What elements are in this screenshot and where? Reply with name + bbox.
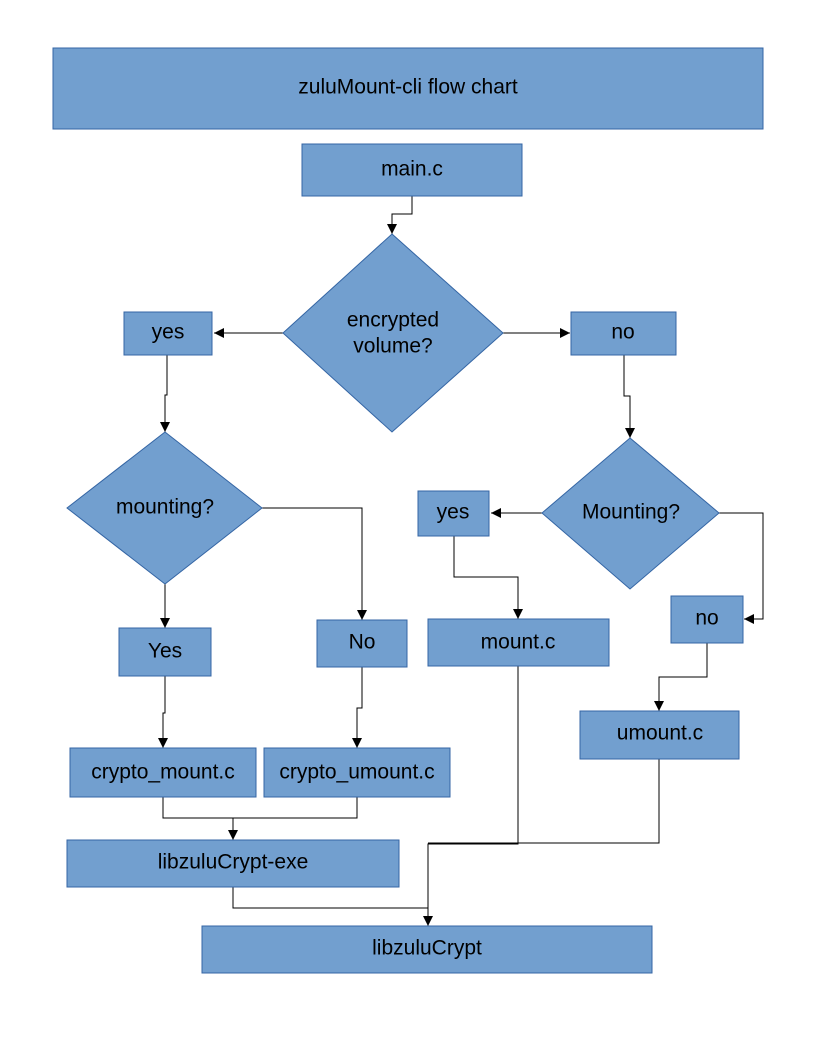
encrypted-mount-no-label: No	[349, 631, 376, 654]
plain-no-label: no	[695, 607, 718, 630]
libzulucrypt-label: libzuluCrypt	[372, 937, 482, 960]
edge-yes-to-crypto-mount	[158, 676, 168, 748]
libzulucrypt-exe-label: libzuluCrypt-exe	[158, 851, 309, 874]
edge-crypto-mount-to-libexe	[162, 797, 238, 840]
encrypted-no-box: no	[570, 311, 677, 356]
encrypted-mount-yes-label: Yes	[148, 640, 182, 663]
edge-mounting-plain-to-no	[719, 512, 764, 624]
crypto-mount-label: crypto_mount.c	[91, 761, 235, 784]
edge-main-to-encrypted	[387, 196, 413, 234]
title-box: zuluMount-cli flow chart	[52, 47, 764, 130]
umount-c-box: umount.c	[579, 710, 740, 760]
mounting-encrypted-label: mounting?	[116, 496, 214, 519]
edge-crypto-umount-to-libexe	[233, 797, 358, 819]
encrypted-mount-yes-box: Yes	[118, 627, 212, 677]
umount-c-label: umount.c	[617, 722, 703, 745]
edge-yes-to-mounting	[160, 355, 170, 432]
title-label: zuluMount-cli flow chart	[298, 76, 518, 99]
mounting-plain-label: Mounting?	[582, 501, 680, 524]
plain-no-box: no	[670, 595, 744, 644]
nodes: zuluMount-cli flow chart main.c encrypte…	[52, 47, 764, 974]
main-c-box: main.c	[301, 143, 523, 197]
encrypted-label-line2: volume?	[353, 335, 432, 358]
edges	[158, 196, 764, 926]
edge-plain-no-to-umount	[654, 643, 708, 711]
edge-umount-to-lib	[428, 759, 660, 844]
mounting-plain-decision: Mounting?	[541, 437, 720, 590]
edge-libexe-to-lib	[232, 887, 428, 909]
crypto-umount-label: crypto_umount.c	[279, 761, 434, 784]
edge-mounting-to-no-upper	[262, 507, 367, 620]
crypto-umount-box: crypto_umount.c	[263, 747, 451, 798]
edge-no-to-mounting	[623, 355, 635, 438]
libzulucrypt-exe-box: libzuluCrypt-exe	[66, 839, 400, 888]
mounting-encrypted-decision: mounting?	[66, 431, 263, 585]
plain-yes-box: yes	[417, 490, 490, 537]
encrypted-mount-no-box: No	[316, 619, 408, 668]
main-c-label: main.c	[381, 158, 443, 181]
crypto-mount-box: crypto_mount.c	[69, 747, 257, 798]
edge-plain-yes-to-mount	[453, 536, 523, 619]
libzulucrypt-box: libzuluCrypt	[201, 925, 653, 974]
mount-c-label: mount.c	[481, 631, 556, 654]
mount-c-box: mount.c	[427, 618, 610, 667]
encrypted-label-line1: encrypted	[347, 309, 439, 332]
encrypted-yes-box: yes	[123, 311, 213, 356]
encrypted-yes-label: yes	[152, 321, 185, 344]
encrypted-volume-decision: encrypted volume?	[282, 233, 504, 433]
plain-yes-label: yes	[437, 501, 470, 524]
edge-no-to-crypto-umount	[352, 667, 363, 748]
encrypted-no-label: no	[611, 321, 634, 344]
edge-mount-to-lib	[423, 666, 519, 926]
